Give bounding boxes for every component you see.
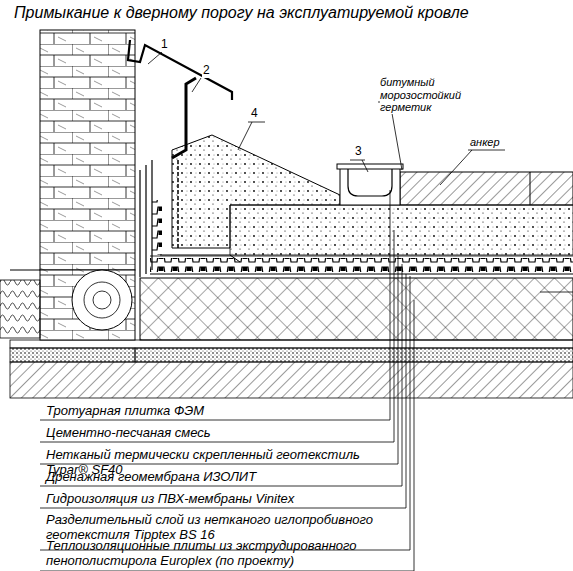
note-label: битумный морозостойкий герметик [380,76,515,114]
note-label: анкер [470,136,500,149]
callout-number: 2 [202,64,211,78]
title: Примыкание к дверному порогу на эксплуат… [14,4,469,22]
callout-number: 3 [354,145,363,159]
layer-label: Теплоизоляционные плиты из экструдирован… [46,539,384,569]
callout-number: 4 [250,107,259,121]
layer-label: Цементно-песчаная смесь [46,426,386,441]
layer-label: Дренажная геомембрана ИЗОЛИТ [46,470,386,485]
layer-label: Гидроизоляция из ПВХ-мембраны Vinitex [46,492,386,507]
callout-number: 1 [160,38,169,52]
layer-label: Тротуарная плитка ФЭМ [46,404,386,419]
